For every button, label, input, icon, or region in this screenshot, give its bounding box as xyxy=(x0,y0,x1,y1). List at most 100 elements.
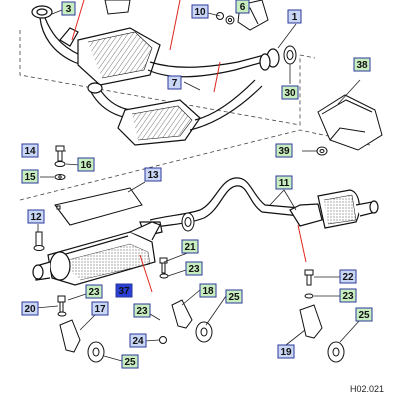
callout-label: 20 xyxy=(24,304,36,315)
callout-box[interactable] xyxy=(355,307,373,322)
callout-c16[interactable]: 16 xyxy=(77,157,95,172)
callout-label: 24 xyxy=(132,336,144,347)
callout-c23c[interactable]: 23 xyxy=(85,284,103,299)
front-pipe-catalyst-assembly xyxy=(31,5,280,146)
callout-box[interactable] xyxy=(27,209,45,224)
callout-box[interactable] xyxy=(181,239,199,254)
callout-c13[interactable]: 13 xyxy=(144,167,162,182)
callout-label: 21 xyxy=(184,242,196,253)
rear-silencer xyxy=(289,189,379,229)
callout-c39[interactable]: 39 xyxy=(275,143,293,158)
callout-box[interactable] xyxy=(21,169,39,184)
centre-silencer-37 xyxy=(32,221,161,286)
callout-c23a[interactable]: 23 xyxy=(185,261,203,276)
callout-c1[interactable]: 1 xyxy=(287,9,302,24)
fasteners xyxy=(33,145,328,344)
callout-c25a[interactable]: 25 xyxy=(225,289,243,304)
callout-label: 23 xyxy=(136,306,148,317)
callout-label: 6 xyxy=(240,2,246,13)
callout-label: 38 xyxy=(356,60,368,71)
callout-c38[interactable]: 38 xyxy=(353,57,371,72)
callout-c7[interactable]: 7 xyxy=(167,75,182,90)
gasket-30 xyxy=(283,45,297,65)
callout-box[interactable] xyxy=(21,301,39,316)
callout-box[interactable] xyxy=(275,175,293,190)
callout-label: 12 xyxy=(30,212,42,223)
callout-label: 19 xyxy=(280,347,292,358)
callout-c10[interactable]: 10 xyxy=(191,4,209,19)
heat-shield-38 xyxy=(317,94,383,151)
brackets-mounts xyxy=(59,299,345,363)
callout-box[interactable] xyxy=(225,289,243,304)
callout-label: 18 xyxy=(202,286,214,297)
nut-washer-group xyxy=(216,12,235,25)
callout-label: 22 xyxy=(342,272,354,283)
red-leader-lines xyxy=(71,0,307,293)
callout-box[interactable] xyxy=(339,288,357,303)
callout-label: 30 xyxy=(284,88,296,99)
callout-label: 23 xyxy=(88,287,100,298)
drawing-code: H02.021 xyxy=(350,384,384,394)
callout-c3[interactable]: 3 xyxy=(61,1,76,16)
callout-label: 25 xyxy=(124,357,136,368)
callout-c23b[interactable]: 23 xyxy=(339,288,357,303)
callout-c25b[interactable]: 25 xyxy=(121,354,139,369)
callout-box[interactable] xyxy=(144,167,162,182)
callout-c14[interactable]: 14 xyxy=(21,143,39,158)
callout-c21[interactable]: 21 xyxy=(181,239,199,254)
callout-label: 39 xyxy=(278,146,290,157)
callout-box[interactable] xyxy=(129,333,147,348)
callout-box[interactable] xyxy=(21,143,39,158)
callout-box[interactable] xyxy=(339,269,357,284)
callout-label: 16 xyxy=(80,160,92,171)
callout-label: 10 xyxy=(194,7,206,18)
callout-box[interactable] xyxy=(185,261,203,276)
callout-c18[interactable]: 18 xyxy=(199,283,217,298)
callout-label: 7 xyxy=(172,78,178,89)
callout-c15[interactable]: 15 xyxy=(21,169,39,184)
callout-box[interactable] xyxy=(77,157,95,172)
callout-c6[interactable]: 6 xyxy=(235,0,250,14)
callout-c37[interactable]: 37 xyxy=(115,283,133,298)
callout-label: 14 xyxy=(24,146,36,157)
callout-box[interactable] xyxy=(61,1,76,16)
callout-box[interactable] xyxy=(115,283,133,298)
callout-label: 1 xyxy=(292,12,298,23)
callout-label: 17 xyxy=(94,304,106,315)
callout-box[interactable] xyxy=(191,4,209,19)
callout-box[interactable] xyxy=(91,301,109,316)
callout-label: 3 xyxy=(66,4,72,15)
callout-c11[interactable]: 11 xyxy=(275,175,293,190)
callout-label: 25 xyxy=(358,310,370,321)
callout-c12[interactable]: 12 xyxy=(27,209,45,224)
callout-label: 11 xyxy=(279,178,290,189)
callout-box[interactable] xyxy=(235,0,250,14)
callout-c24[interactable]: 24 xyxy=(129,333,147,348)
callout-box[interactable] xyxy=(199,283,217,298)
callout-c30[interactable]: 30 xyxy=(281,85,299,100)
callout-box[interactable] xyxy=(85,284,103,299)
callout-c22[interactable]: 22 xyxy=(339,269,357,284)
callout-label: 13 xyxy=(147,170,159,181)
callout-box[interactable] xyxy=(275,143,293,158)
callout-box[interactable] xyxy=(281,85,299,100)
callout-c25c[interactable]: 25 xyxy=(355,307,373,322)
callout-box[interactable] xyxy=(353,57,371,72)
callout-c20[interactable]: 20 xyxy=(21,301,39,316)
callout-c17[interactable]: 17 xyxy=(91,301,109,316)
callout-box[interactable] xyxy=(167,75,182,90)
callout-box[interactable] xyxy=(277,344,295,359)
callout-label: 23 xyxy=(342,291,354,302)
callout-box[interactable] xyxy=(133,303,151,318)
heat-shield-13 xyxy=(54,187,143,226)
callout-c23d[interactable]: 23 xyxy=(133,303,151,318)
callout-label: 15 xyxy=(24,172,36,183)
callout-box[interactable] xyxy=(287,9,302,24)
callout-c19[interactable]: 19 xyxy=(277,344,295,359)
callout-label: 37 xyxy=(118,286,130,297)
callout-label: 25 xyxy=(228,292,240,303)
callout-box[interactable] xyxy=(121,354,139,369)
